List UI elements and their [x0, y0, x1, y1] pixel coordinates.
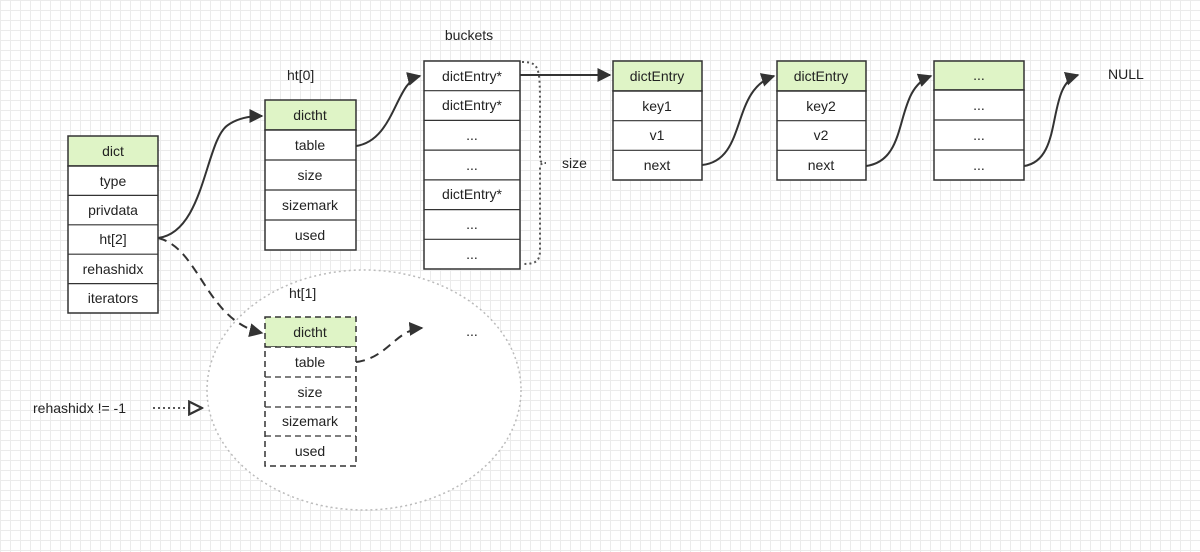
entry3-next: ... [973, 157, 985, 173]
ht1-table-target-ellipsis: ... [466, 323, 478, 339]
entry1-title: dictEntry [630, 68, 684, 84]
entry2-title: dictEntry [794, 68, 848, 84]
arrow-entry3-to-null [1023, 71, 1080, 167]
null-label: NULL [1108, 66, 1144, 82]
entry1-header [612, 60, 703, 92]
ht1-field-table: table [295, 354, 326, 370]
bucket-slot: dictEntry* [442, 68, 502, 84]
dict-field-rehashidx: rehashidx [83, 261, 144, 277]
dict-field-type: type [100, 173, 127, 189]
entry3-value: ... [973, 127, 985, 143]
ht1-header [264, 316, 357, 348]
entry2-value: v2 [814, 127, 829, 143]
dict-entry-1: dictEntry key1 v1 next [612, 60, 703, 181]
ht0-field-used: used [295, 227, 325, 243]
entry2-next: next [808, 157, 835, 173]
ht0-field-table: table [295, 137, 326, 153]
bucket-slot: ... [466, 216, 478, 232]
entry2-body [776, 90, 867, 181]
dict-entry-3: ... ... ... ... [933, 60, 1025, 181]
arrow-ht1-table-to-next [355, 321, 424, 363]
entry1-next: next [644, 157, 671, 173]
bucket-slot: ... [466, 157, 478, 173]
arrow-entry2-to-entry3 [865, 73, 933, 167]
dict-entry-2: dictEntry key2 v2 next [776, 60, 867, 181]
entry1-key: key1 [642, 98, 672, 114]
bucket-slot: dictEntry* [442, 97, 502, 113]
ht0-field-size: size [298, 167, 323, 183]
bucket-slot: dictEntry* [442, 186, 502, 202]
dict-field-privdata: privdata [88, 202, 138, 218]
entry1-body [612, 90, 703, 181]
entry2-key: key2 [806, 98, 836, 114]
buckets-size-brace [521, 61, 547, 265]
rehash-note: rehashidx != -1 [33, 400, 126, 416]
ht1-label: ht[1] [289, 285, 316, 301]
buckets-body [423, 60, 521, 270]
ht1-field-size: size [298, 384, 323, 400]
dict-struct: dict type privdata ht[2] rehashidx itera… [67, 135, 159, 314]
arrow-ht2-to-ht0 [157, 109, 264, 239]
arrow-ht2-to-ht1 [157, 237, 264, 338]
buckets-size-label: size [562, 155, 587, 171]
ht0-title: dictht [293, 107, 327, 123]
arrow-entry1-to-entry2 [701, 73, 776, 166]
entry3-body [933, 89, 1025, 181]
ht1-field-used: used [295, 443, 325, 459]
dict-header [67, 135, 159, 167]
ht1-dotted-circle [206, 269, 522, 511]
ht1-struct: dictht table size sizemark used [264, 316, 357, 467]
dict-field-ht: ht[2] [99, 231, 126, 247]
ht0-header [264, 99, 357, 131]
buckets-array: dictEntry* dictEntry* ... ... dictEntry*… [423, 60, 521, 270]
bucket-slot: ... [466, 127, 478, 143]
buckets-label: buckets [445, 27, 493, 43]
ht1-field-sizemark: sizemark [282, 413, 339, 429]
ht0-struct: dictht table size sizemark used [264, 99, 357, 251]
dict-body [67, 165, 159, 314]
dict-title: dict [102, 143, 124, 159]
arrow-table-to-buckets [355, 72, 422, 147]
dict-field-iterators: iterators [88, 290, 139, 306]
ht0-field-sizemark: sizemark [282, 197, 339, 213]
entry3-title: ... [973, 67, 985, 83]
entry3-header [933, 60, 1025, 91]
entry1-value: v1 [650, 127, 665, 143]
bucket-slot: ... [466, 246, 478, 262]
entry3-key: ... [973, 97, 985, 113]
ht1-title: dictht [293, 324, 327, 340]
ht0-label: ht[0] [287, 67, 314, 83]
